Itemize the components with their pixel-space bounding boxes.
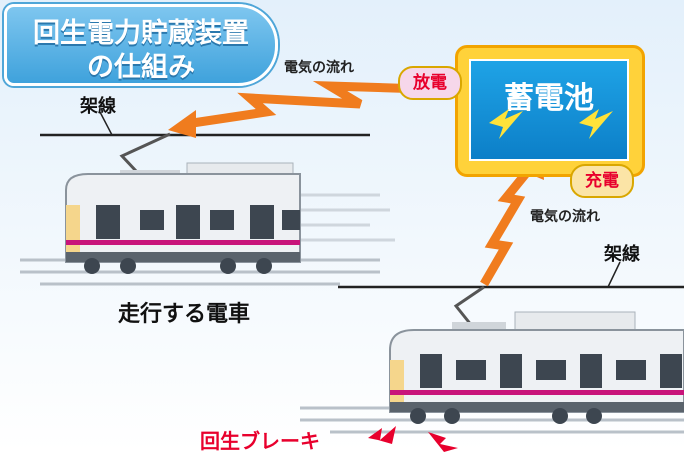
brake-spark-left (368, 426, 396, 444)
speed-lines (290, 193, 395, 242)
battery-panel: 蓄電池 (469, 59, 629, 161)
moving-train (65, 132, 301, 274)
wire-pointer-right (607, 261, 621, 288)
wire-label-top: 架線 (80, 96, 116, 117)
title-line-2: の仕組み (87, 52, 195, 83)
title-badge: 回生電力貯蔵装置 の仕組み (4, 4, 278, 86)
braking-train (389, 285, 684, 424)
brake-spark-right (428, 432, 458, 452)
lightning-icon (489, 109, 613, 139)
flow-arrow-discharge (185, 80, 456, 129)
regen-brake-label: 回生ブレーキ (200, 429, 320, 452)
flow-label-right: 電気の流れ (530, 209, 600, 225)
discharge-badge: 放電 (398, 66, 462, 100)
battery-label: 蓄電池 (504, 81, 594, 116)
charge-badge: 充電 (570, 164, 634, 198)
wire-label-right: 架線 (604, 244, 640, 265)
title-line-1: 回生電力貯蔵装置 (33, 18, 249, 49)
flow-arrow-discharge-head (168, 110, 196, 138)
battery-unit: 蓄電池 (455, 45, 645, 177)
track-left (20, 258, 380, 286)
moving-train-label: 走行する電車 (118, 302, 251, 327)
flow-label-top: 電気の流れ (284, 60, 354, 76)
flow-arrow-charge (480, 163, 536, 287)
wire-pointer-top (99, 111, 113, 136)
